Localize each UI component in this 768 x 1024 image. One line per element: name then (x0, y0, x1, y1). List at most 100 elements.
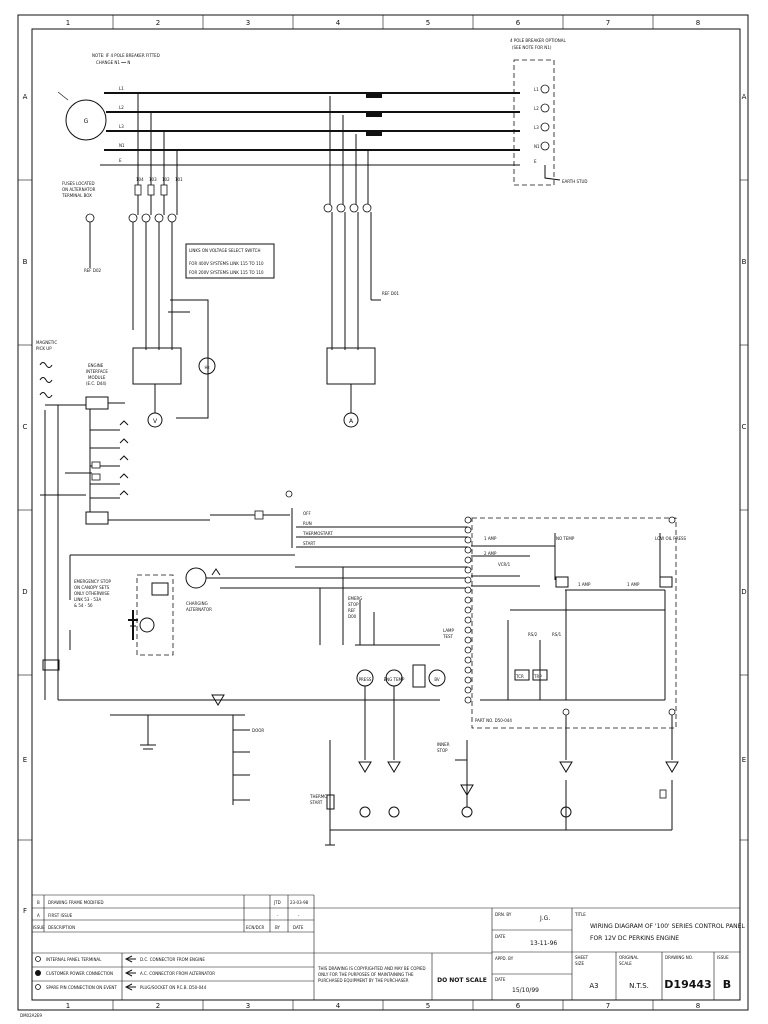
voltage-select-note-3: FOR 200V SYSTEMS LINK 115 TO 110 (189, 270, 264, 275)
date-label: DATE (495, 934, 506, 939)
col-label-bottom-7: 7 (606, 1002, 610, 1010)
legend-ac-arrow-icon (124, 969, 136, 977)
starter-solenoid (151, 582, 169, 596)
relay-label-1-amp: 1 AMP (484, 536, 497, 541)
relay-label-1-amp-c: 1 AMP (627, 582, 640, 587)
issue-value: B (723, 978, 731, 991)
part-no-label: PART NO. D50-044 (475, 718, 512, 723)
drn-by-label: DRN. BY (495, 912, 512, 917)
breaker-optional-line-2: (SEE NOTE FOR N1) (512, 45, 552, 50)
breaker-pole-l3: L3 (534, 125, 539, 130)
emerg-stop-box-line-2: STOP (348, 602, 359, 607)
original-scale-label-1: ORIGINAL (619, 955, 639, 960)
legend-customer-connection: CUSTOMER POWER CONNECTION (46, 971, 113, 976)
col-label-top-3: 3 (246, 19, 250, 27)
voltage-select-note-1: LINKS ON VOLTAGE SELECT SWITCH (189, 248, 260, 253)
revision-b-issue: B (37, 900, 40, 905)
revision-a-by: - (277, 913, 279, 918)
phase-label-e: E (119, 158, 122, 163)
lamp-test-line-1: LAMP (443, 628, 455, 633)
col-label-top-6: 6 (516, 19, 521, 27)
engine-temp-label: ENG TEMP (384, 677, 405, 682)
switch-pos-run: RUN (303, 521, 312, 526)
breaker-pole-e: E (534, 159, 537, 164)
emerg-stop-box-line-1: EMERG (348, 596, 362, 601)
lower-control-wiring (325, 740, 672, 846)
fuse-drops: 104 103 102 101 (134, 93, 183, 215)
legend-dc-arrow-icon (124, 955, 136, 963)
fuse-note: FUSES LOCATED ON ALTERNATOR TERMINAL BOX (61, 181, 96, 198)
pcb-outputs (559, 715, 679, 830)
column-markers: 1 2 3 4 5 6 7 8 1 2 3 4 5 6 7 8 (66, 15, 700, 1010)
title-line-2: FOR 12V DC PERKINS ENGINE (590, 935, 679, 942)
door-connections: DOOR (210, 568, 264, 805)
left-control-wiring (42, 554, 440, 750)
fuse-f2 (160, 184, 168, 196)
door-label: DOOR (252, 728, 264, 733)
row-label-left-a: A (23, 93, 28, 101)
fuse-f4 (134, 184, 142, 196)
engine-module-line-1: ENGINE (88, 363, 104, 368)
relay-label-low-oil: LOW OIL PRESS (655, 536, 687, 541)
revision-header-ecn: ECN/DCR (246, 925, 265, 930)
starter-motor (139, 617, 155, 633)
breaker-output-terminals: L1 L2 L3 N1 E (534, 84, 550, 164)
date-value: 13-11-96 (530, 940, 557, 947)
relay-label-rs1: RS/1 (552, 632, 562, 637)
revision-b-description: DRAWING FRAME MODIFIED (48, 900, 104, 905)
earth-stud-label: EARTH STUD (562, 179, 587, 184)
drawing-no-value: D19443 (664, 978, 711, 991)
fuse-note-line-2: ON ALTERNATOR (62, 187, 96, 192)
copyright-line-1: THIS DRAWING IS COPYRIGHTED AND MAY BE C… (317, 966, 426, 971)
col-label-bottom-6: 6 (516, 1002, 521, 1010)
relay-label-vcr1: VCR/1 (498, 562, 511, 567)
relay-low-oil (659, 576, 673, 588)
estop-note-line-1: EMERGENCY STOP (74, 579, 111, 584)
battery-voltmeter (428, 669, 446, 687)
breaker-pole-l1: L1 (534, 87, 539, 92)
sheet-size-label-2: SIZE (575, 961, 584, 966)
col-label-bottom-5: 5 (426, 1002, 430, 1010)
fuse-note-line-1: FUSES LOCATED (62, 181, 95, 186)
relay-label-2-amp: 2 AMP (484, 551, 497, 556)
col-label-bottom-8: 8 (696, 1002, 700, 1010)
title-block (32, 894, 740, 1000)
row-label-left-d: D (22, 588, 27, 596)
main-control-buses (220, 566, 468, 645)
voltage-selector-switch (132, 347, 182, 385)
voltage-select-note-box (185, 243, 275, 279)
legend-dc-connector: D.C. CONNECTOR FROM ENGINE (140, 957, 205, 962)
key-switch: OFF RUN THERMOSTART START (210, 490, 468, 548)
original-scale-value: N.T.S. (629, 982, 649, 990)
emerg-stop-box-line-4: D00 (348, 614, 357, 619)
row-label-left-c: C (23, 423, 28, 431)
cable-no-104: 104 (136, 177, 144, 182)
frequency-meter (198, 357, 216, 375)
col-label-top-2: 2 (156, 19, 160, 27)
col-label-bottom-1: 1 (66, 1002, 70, 1010)
phase-lines: L1 L2 L3 N1 E (100, 86, 520, 166)
generator-label: G (84, 118, 89, 125)
hours-counter (412, 664, 426, 688)
row-label-left-f: F (23, 907, 27, 915)
legend-plug-socket: PLUG/SOCKET ON P.C.B. D50-044 (140, 985, 207, 990)
appd-by-label: APPD. BY (495, 956, 514, 961)
inner-stop-line-1: INNER (437, 742, 450, 747)
sheet-size-value: A3 (589, 982, 598, 990)
row-label-right-b: B (742, 258, 747, 266)
col-label-top-8: 8 (696, 19, 700, 27)
row-label-right-e: E (742, 756, 746, 764)
estop-note-line-3: ONLY OTHERWISE (74, 591, 110, 596)
legend-spare-pin: SPARE PIN CONNECTION ON EVENT (46, 985, 117, 990)
col-label-top-7: 7 (606, 19, 610, 27)
legend-customer-icon (35, 970, 41, 976)
relay-label-trp: TRP (533, 674, 542, 679)
engine-module-line-4: (E.C. D44) (86, 381, 107, 386)
magnetic-pickup-line-1: MAGNETIC (36, 340, 57, 345)
relay-label-tcr: TCR (515, 674, 524, 679)
inner-frame (31, 28, 741, 1001)
optional-4-pole-breaker-box (513, 59, 555, 186)
oil-pressure-label: PRESS (359, 677, 372, 682)
col-label-top-4: 4 (336, 19, 341, 27)
cable-no-103: 103 (149, 177, 157, 182)
